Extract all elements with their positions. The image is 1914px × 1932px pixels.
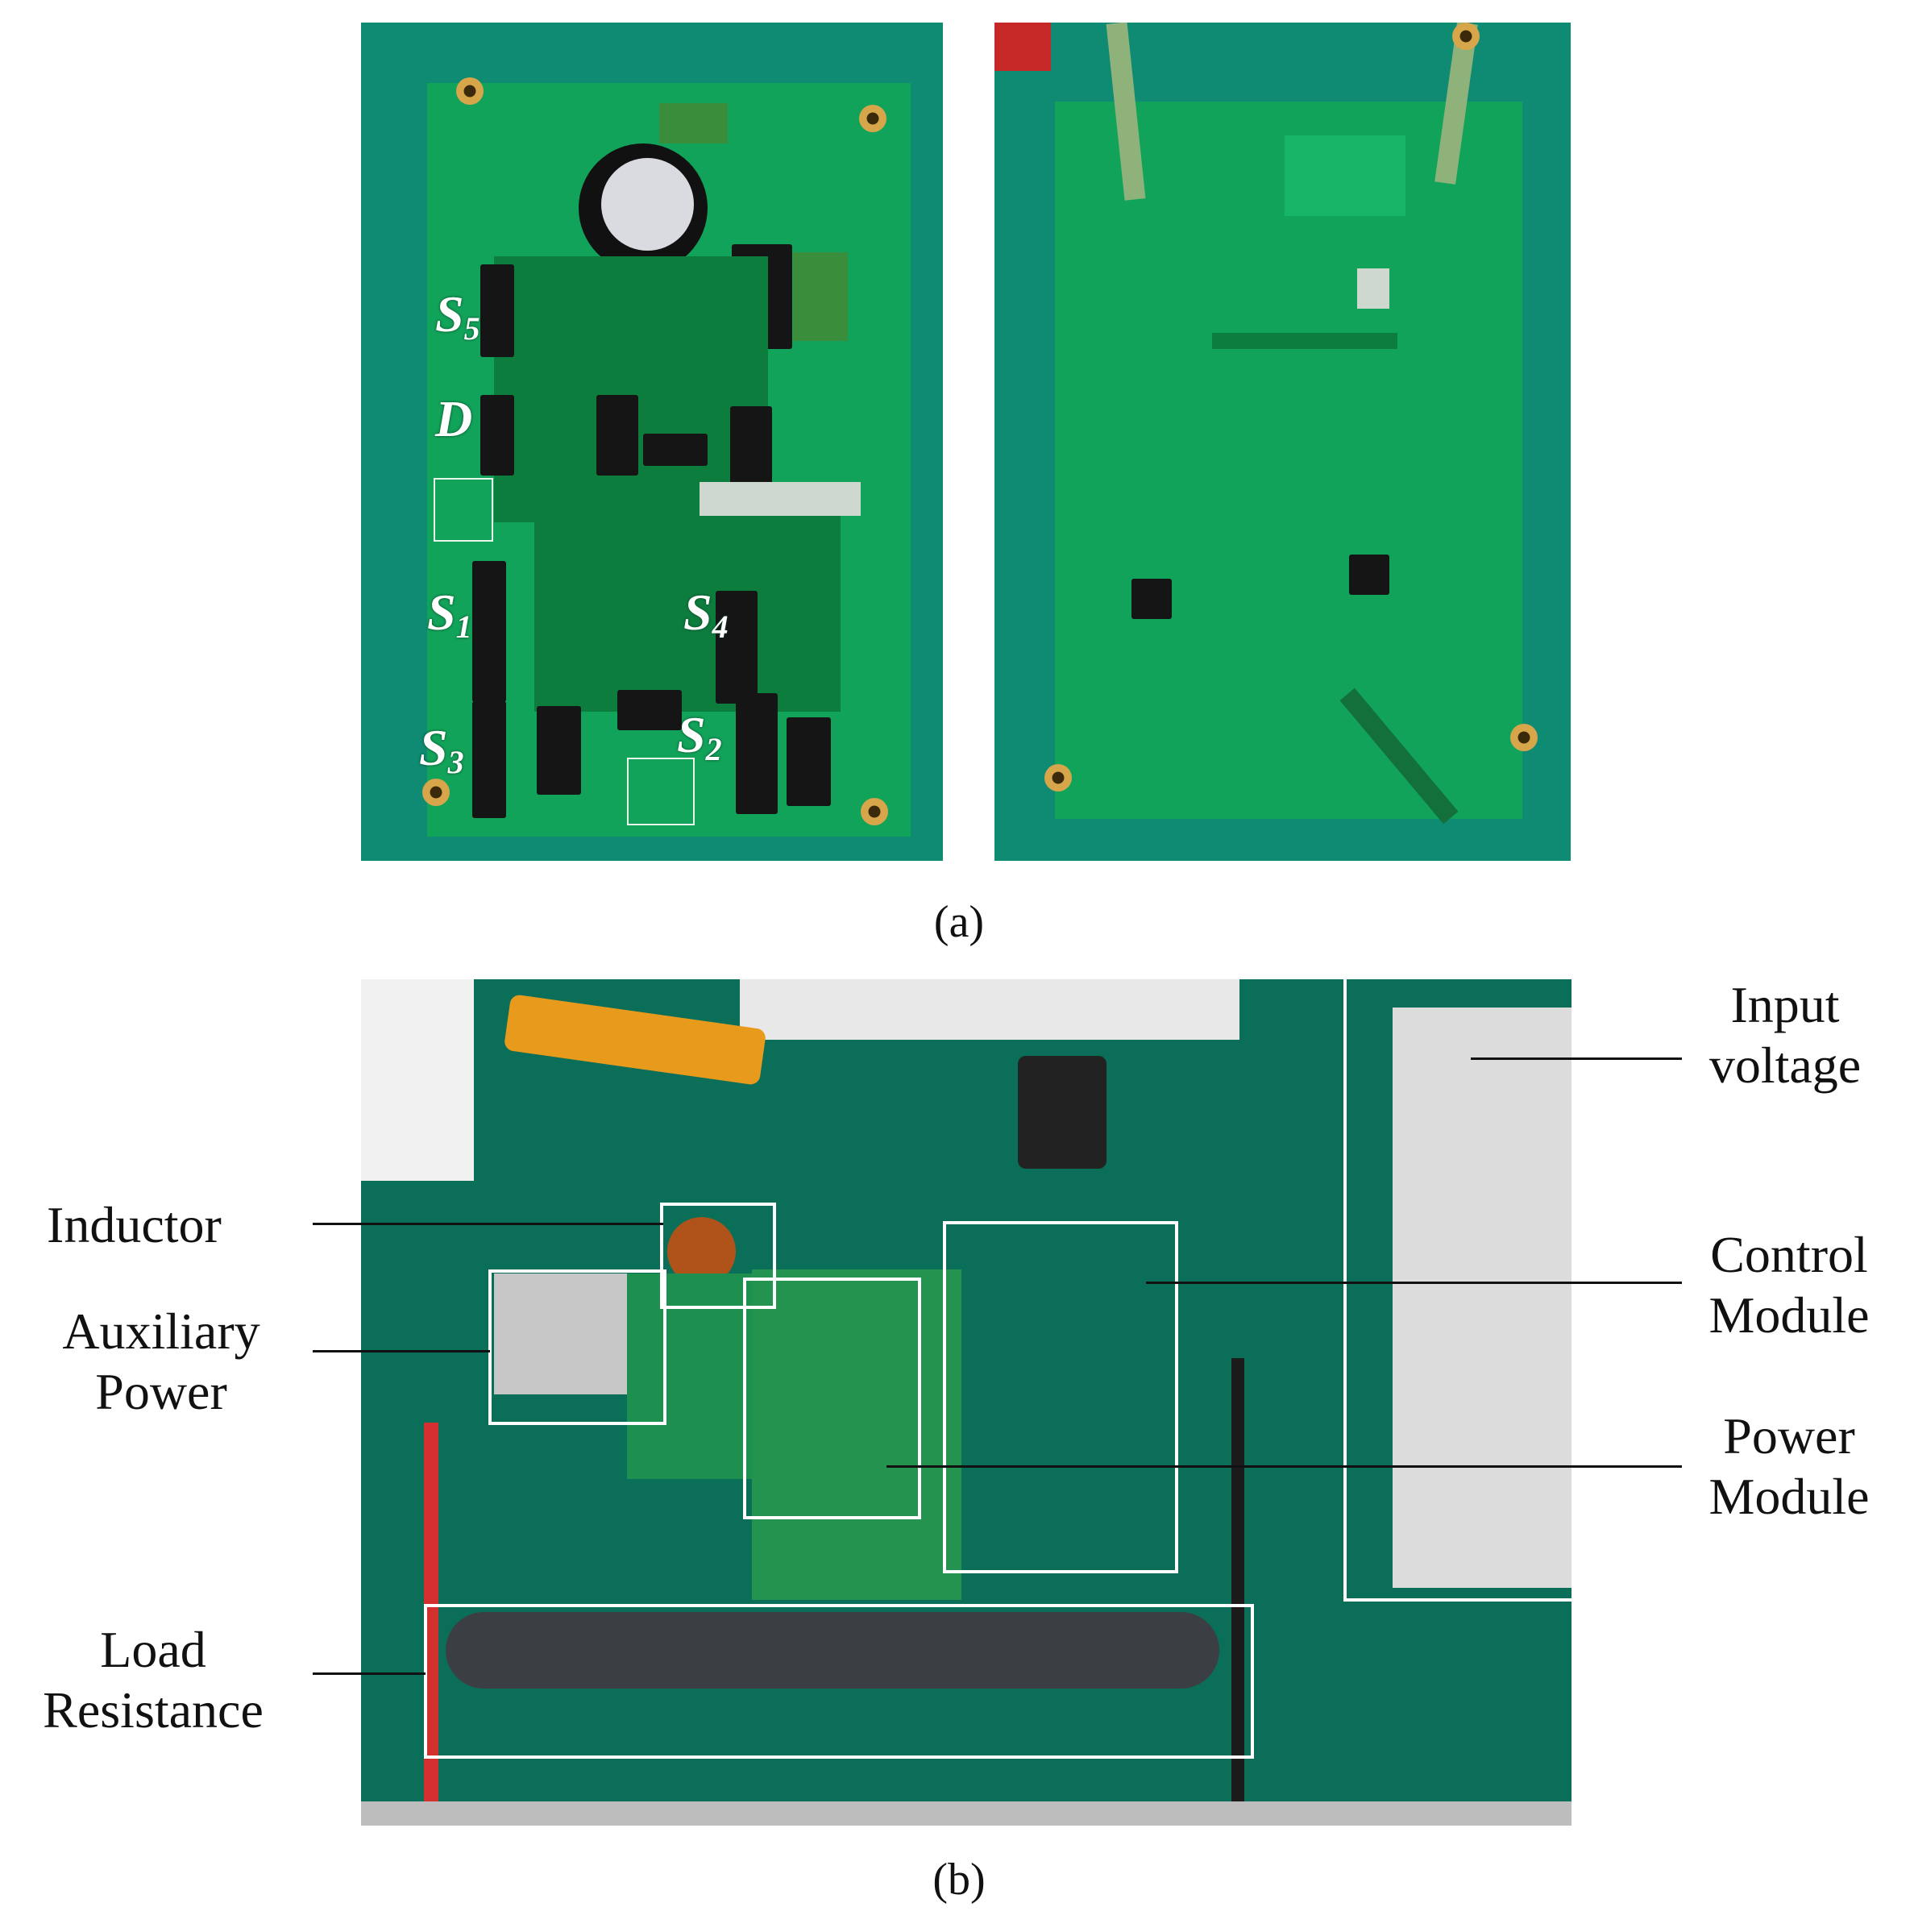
label-s1: S1 [427, 584, 472, 645]
mosfet-s4 [716, 591, 758, 704]
label-d: D [435, 390, 473, 447]
terminal-block [659, 103, 728, 143]
bbox-power-module [743, 1278, 921, 1519]
clip [994, 23, 1051, 71]
leader-inductor [313, 1223, 663, 1225]
standoff [1044, 764, 1072, 791]
capacitor-top [601, 158, 694, 251]
leader-load-resistance [313, 1672, 426, 1675]
label-s5: S5 [435, 285, 480, 347]
leader-power-module [886, 1465, 1682, 1468]
callout-inductor: Inductor [47, 1196, 222, 1253]
bbox-control-module [943, 1221, 1178, 1573]
mosfet [730, 406, 772, 487]
mosfet-s5 [480, 264, 514, 357]
label-s3: S3 [419, 719, 464, 780]
mosfet-s3 [472, 701, 506, 818]
ic [1349, 555, 1389, 595]
bench-photo [361, 979, 1571, 1826]
copper-plane [494, 256, 768, 522]
dc-power-supply [1393, 1008, 1571, 1588]
standoff [422, 779, 450, 806]
label-s2: S2 [677, 706, 722, 767]
load-resistor [446, 1612, 1219, 1689]
bench-edge [361, 1801, 1571, 1826]
back-board-photo [994, 23, 1571, 861]
power-strip [740, 979, 1239, 1040]
mosfet [643, 434, 708, 466]
leader-input-voltage [1471, 1057, 1682, 1060]
leader-auxiliary-power [313, 1350, 490, 1352]
standoff [1510, 724, 1538, 751]
front-board-photo: S5 D S1 S4 S3 S2 [361, 23, 943, 861]
label-s4: S4 [683, 584, 729, 645]
test-lead [1231, 1358, 1244, 1809]
current-probe [503, 994, 767, 1086]
mosfet [537, 706, 581, 795]
control-board [752, 1269, 961, 1600]
test-lead [424, 1423, 438, 1826]
diode-d [480, 395, 514, 476]
caption-a: (a) [933, 897, 985, 947]
bbox-input-voltage [1343, 979, 1577, 1602]
wall [361, 979, 474, 1181]
copper-plane [534, 502, 841, 712]
output-connector-outline [627, 758, 695, 825]
mosfet-s2 [736, 693, 778, 814]
mosfet [596, 395, 638, 476]
terminal-block [793, 252, 848, 341]
leader-control-module [1146, 1282, 1682, 1284]
current-sensor [1018, 1056, 1106, 1169]
standoff [859, 105, 886, 132]
trace-bus [1212, 333, 1397, 349]
connector-outline [434, 478, 493, 542]
standoff [1452, 23, 1480, 50]
mosfet-s1 [472, 561, 506, 702]
bbox-auxiliary-power [488, 1269, 666, 1425]
bbox-load-resistance [424, 1604, 1254, 1759]
mosfet [617, 690, 682, 730]
caption-b: (b) [932, 1855, 986, 1905]
back-pcb [1055, 102, 1522, 819]
ic [1131, 579, 1172, 619]
optocoupler [1357, 268, 1389, 309]
standoff [456, 77, 484, 105]
mosfet [787, 717, 831, 806]
copper-pad [1285, 135, 1405, 216]
shunt-resistor [700, 482, 861, 516]
bbox-inductor [660, 1203, 776, 1309]
standoff [861, 798, 888, 825]
